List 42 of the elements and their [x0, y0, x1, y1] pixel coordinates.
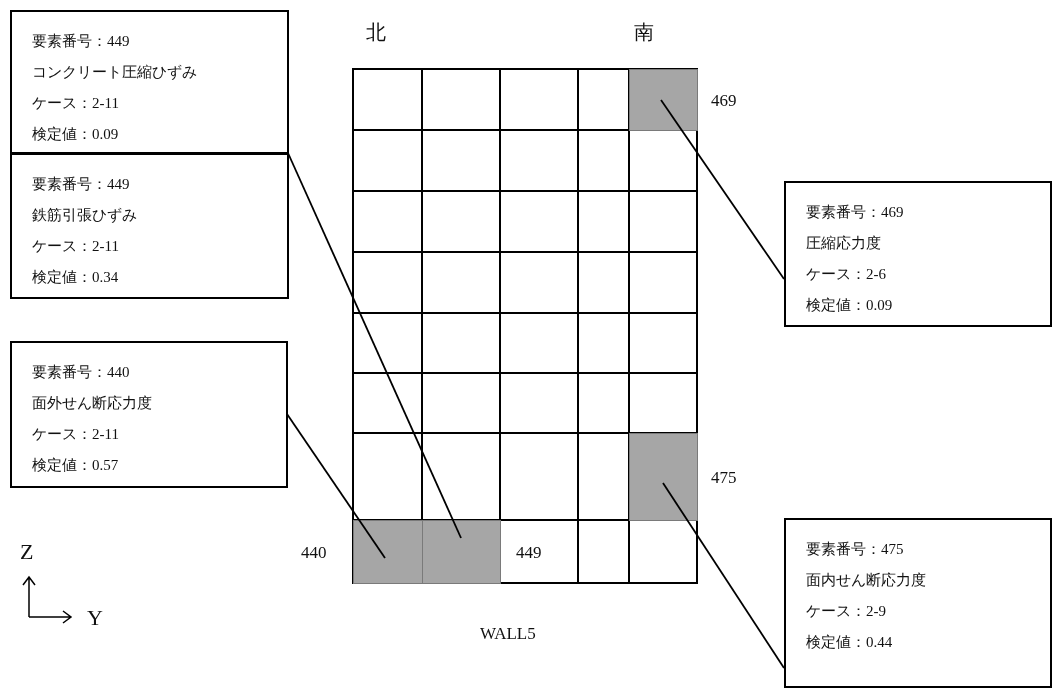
callout-text: 検定値：0.57: [32, 456, 120, 475]
callout-box: [10, 341, 288, 488]
highlighted-element-cell: [629, 433, 698, 521]
callout-text: 要素番号：440: [32, 363, 131, 382]
callout-text: ケース：2-9: [806, 602, 887, 621]
callout-box: [10, 153, 289, 299]
leader-line: [662, 482, 785, 669]
highlighted-element-cell: [353, 520, 423, 584]
callout-text: 鉄筋引張ひずみ: [32, 206, 138, 225]
direction-label: 南: [634, 22, 654, 42]
leader-line: [660, 99, 785, 280]
callout-text: 面内せん断応力度: [806, 571, 927, 590]
callout-text: 検定値：0.44: [806, 633, 894, 652]
highlighted-element-cell: [422, 520, 501, 584]
element-number: 469: [711, 92, 737, 109]
callout-text: ケース：2-11: [32, 425, 120, 444]
callout-box: [784, 518, 1052, 688]
direction-label: 北: [366, 22, 386, 42]
callout-box: [784, 181, 1052, 327]
element-number: 475: [711, 469, 737, 486]
callout-text: 要素番号：469: [806, 203, 905, 222]
callout-text: コンクリート圧縮ひずみ: [32, 63, 198, 82]
element-number: 449: [516, 544, 542, 561]
callout-text: ケース：2-6: [806, 265, 887, 284]
callout-text: 要素番号：475: [806, 540, 905, 559]
callout-box: [10, 10, 289, 154]
callout-text: 検定値：0.09: [806, 296, 894, 315]
wall-name: WALL5: [480, 625, 536, 642]
axis-label: Z: [20, 541, 34, 563]
callout-text: 検定値：0.34: [32, 268, 120, 287]
callout-text: 検定値：0.09: [32, 125, 120, 144]
callout-text: 面外せん断応力度: [32, 394, 153, 413]
axis-label: Y: [87, 607, 103, 629]
callout-text: 要素番号：449: [32, 32, 131, 51]
leader-line: [286, 413, 386, 559]
callout-text: 要素番号：449: [32, 175, 131, 194]
highlighted-element-cell: [629, 69, 698, 131]
callout-text: ケース：2-11: [32, 94, 120, 113]
callout-text: 圧縮応力度: [806, 234, 882, 253]
element-number: 440: [301, 544, 327, 561]
leader-line: [287, 152, 462, 539]
callout-text: ケース：2-11: [32, 237, 120, 256]
